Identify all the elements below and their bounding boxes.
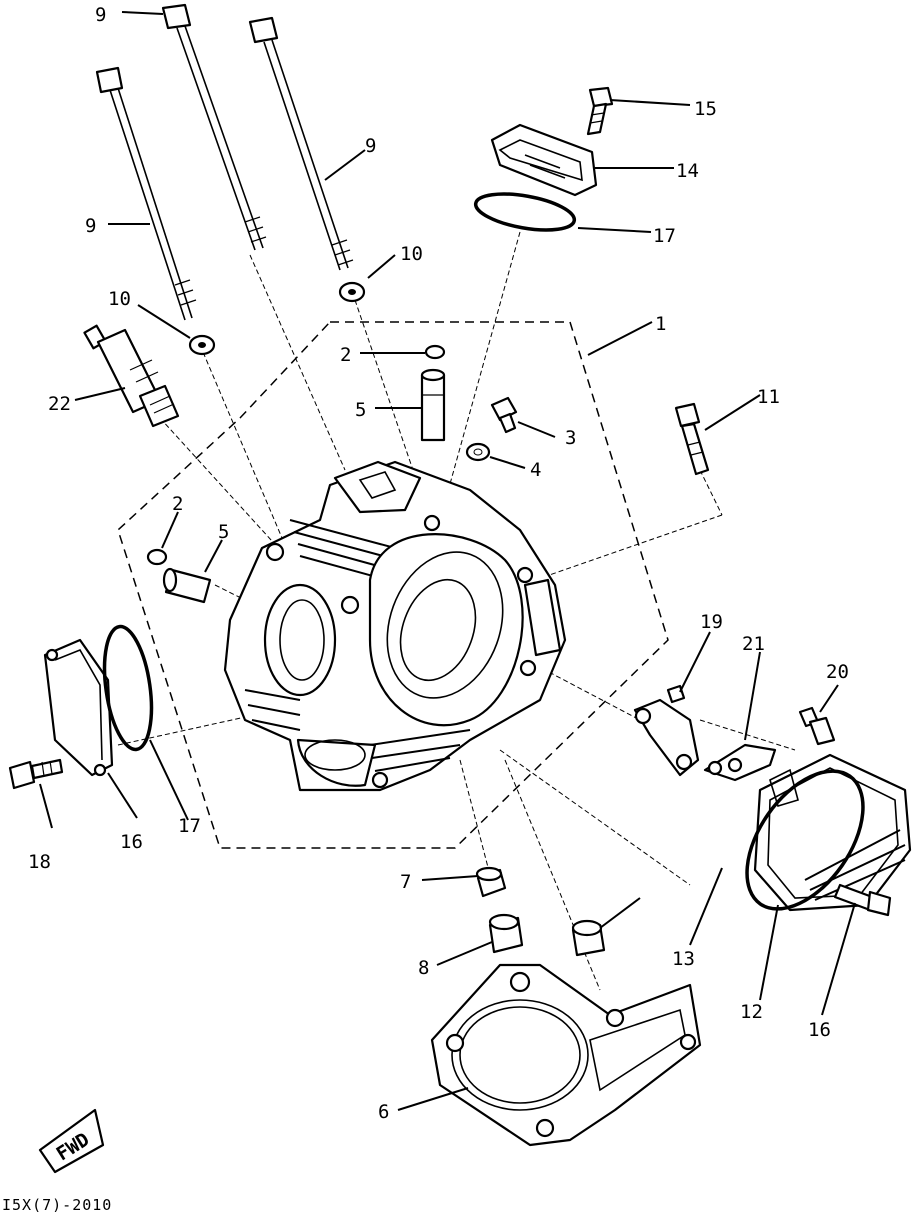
callout-2: 2 — [340, 344, 351, 366]
callout-9: 9 — [365, 135, 376, 157]
dowel-pin-right — [571, 919, 606, 957]
tappet-cover-top — [490, 123, 598, 197]
callout-10: 10 — [400, 243, 423, 265]
callout-16: 16 — [120, 831, 143, 853]
callout-13: 13 — [672, 948, 695, 970]
callout-8: 8 — [418, 957, 429, 979]
callout-18: 18 — [28, 851, 51, 873]
dowel-pin-upper — [424, 344, 446, 360]
side-cover-bolt — [8, 758, 64, 790]
callout-3: 3 — [565, 427, 576, 449]
callout-16: 15 — [694, 98, 717, 120]
dowel-pin-left — [146, 548, 168, 566]
callout-6: 6 — [378, 1101, 389, 1123]
cylinder-head-assembly-boundary — [117, 321, 669, 849]
dowel-pin-7 — [475, 866, 507, 898]
callout-5: 5 — [355, 399, 366, 421]
valve-guide-left — [162, 567, 212, 604]
callout-11: 11 — [757, 386, 780, 408]
callout-17: 17 — [653, 225, 676, 247]
cover-bolt-top — [586, 86, 614, 136]
cylinder-head-body — [223, 460, 567, 792]
cylinder-head-bolt-left — [95, 66, 197, 321]
callout-10: 10 — [108, 288, 131, 310]
callout-14: 16 — [808, 1019, 831, 1041]
valve-guide-upper — [420, 368, 446, 442]
callout-2: 2 — [172, 493, 183, 515]
dowel-pin-8 — [488, 913, 524, 954]
spark-plug — [83, 324, 180, 428]
side-cover-right-bolt — [833, 883, 892, 917]
o-ring-right — [745, 769, 865, 911]
head-bolt-side — [674, 402, 710, 476]
callout-4: 4 — [530, 459, 541, 481]
callout-1: 1 — [655, 313, 666, 335]
callout-20: 20 — [826, 661, 849, 683]
side-cover-right — [753, 753, 912, 912]
o-ring-left — [102, 624, 154, 752]
callout-21: 21 — [742, 633, 765, 655]
cover-gasket-plate — [703, 743, 777, 782]
diagram-code: I5X(7)-2010 — [2, 1196, 112, 1214]
callout-12: 12 — [740, 1001, 763, 1023]
callout-22: 22 — [48, 393, 71, 415]
o-ring-top — [473, 192, 577, 232]
callout-9: 9 — [95, 4, 106, 26]
cover-bolt-small — [798, 706, 836, 746]
oil-check-bolt — [490, 396, 518, 434]
callout-15: 14 — [676, 160, 699, 182]
callout-5: 5 — [218, 521, 229, 543]
leader-lines — [39, 11, 856, 1111]
callout-7: 7 — [400, 871, 411, 893]
cylinder-head-bolt-middle — [161, 3, 267, 251]
side-cover-left — [43, 638, 114, 777]
cam-chain-guide-stopper — [633, 684, 700, 777]
cylinder-head-gasket — [430, 963, 702, 1147]
forward-direction-mark: FWD — [38, 1108, 105, 1174]
callout-labels: 9 9 9 10 10 22 2 5 3 4 1 11 15 14 17 2 5… — [28, 4, 849, 1123]
cylinder-head-bolt-right — [248, 16, 354, 271]
callout-19: 19 — [700, 611, 723, 633]
callout-9: 9 — [85, 215, 96, 237]
callout-17: 17 — [178, 815, 201, 837]
